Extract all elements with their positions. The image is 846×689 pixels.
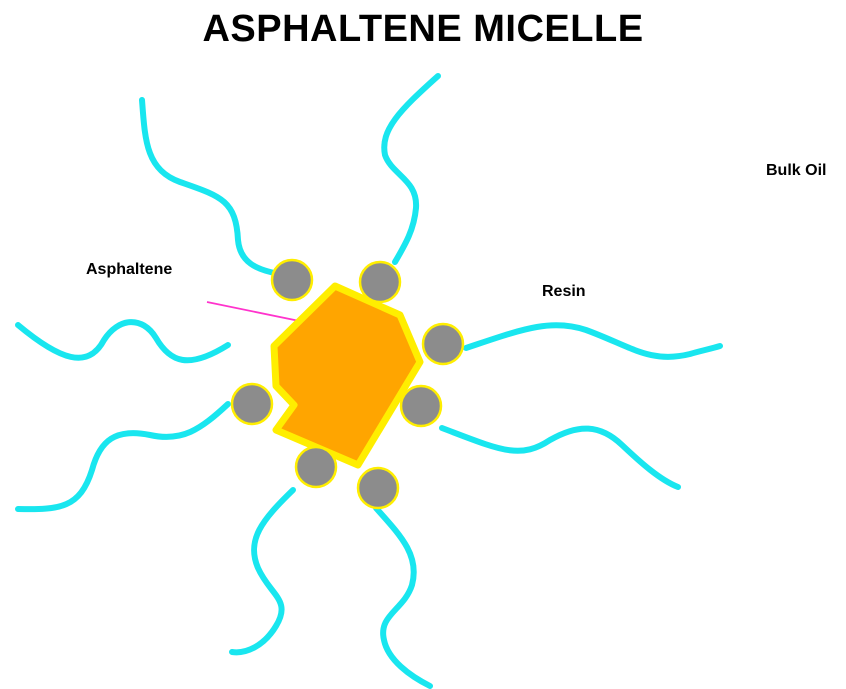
resin-head [272, 260, 312, 300]
resin-tail [18, 404, 228, 509]
resin-tail [384, 76, 438, 262]
resin-tail [466, 325, 720, 357]
resin-label: Resin [542, 283, 586, 301]
resin-head [360, 262, 400, 302]
bulk-oil-label: Bulk Oil [766, 162, 826, 180]
resin-tail [18, 322, 228, 360]
resin-tail [442, 428, 678, 487]
resin-tail [232, 490, 293, 652]
asphaltene-label: Asphaltene [86, 261, 172, 279]
resin-head [232, 384, 272, 424]
asphaltene-core [274, 286, 420, 465]
resin-head [296, 447, 336, 487]
resin-tail [376, 508, 430, 686]
resin-tail [142, 100, 280, 274]
resin-head [401, 386, 441, 426]
resin-head [423, 324, 463, 364]
resin-head [358, 468, 398, 508]
